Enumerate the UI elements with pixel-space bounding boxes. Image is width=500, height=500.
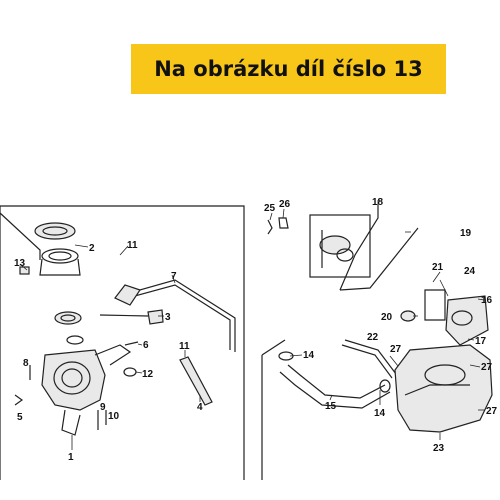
assembly-frame <box>0 205 245 480</box>
seal-ring <box>54 311 82 325</box>
fuel-pump-port <box>53 361 91 395</box>
pump-module-ring <box>451 310 473 326</box>
filler-ring <box>41 248 79 264</box>
vent-hose-19 <box>339 205 379 291</box>
callout-23: 23 <box>433 443 445 454</box>
clamp-14b <box>379 379 391 393</box>
callout-27-bottom: 27 <box>486 406 498 417</box>
callout-16: 16 <box>481 295 493 306</box>
callout-11-mid: 11 <box>179 341 190 352</box>
callout-8: 8 <box>23 358 29 369</box>
clamp-12 <box>123 367 137 377</box>
part-25 <box>267 219 273 235</box>
part-13-gasket <box>19 266 30 275</box>
callout-2: 2 <box>89 243 95 254</box>
pump-module-24 <box>445 295 489 346</box>
pipe-bracket <box>114 284 141 306</box>
detail-clamp <box>336 248 354 262</box>
callout-25: 25 <box>264 203 276 214</box>
valve-20 <box>400 310 416 322</box>
vent-hose-19b <box>339 227 419 291</box>
callout-17: 17 <box>475 336 487 347</box>
callout-6: 6 <box>143 340 149 351</box>
fuel-pump-port-inner <box>61 368 83 388</box>
frame-diagonal <box>0 212 41 260</box>
hose-line <box>99 314 149 317</box>
callout-18: 18 <box>372 197 384 208</box>
callout-4: 4 <box>197 402 203 413</box>
tank-ridge <box>404 384 470 396</box>
fuel-pump-outlet <box>61 409 81 436</box>
callout-20: 20 <box>381 312 393 323</box>
callout-15: 15 <box>325 401 337 412</box>
small-ring <box>66 335 84 345</box>
hose-15 <box>287 364 386 399</box>
callout-13: 13 <box>14 258 26 269</box>
pipe-7 <box>119 284 231 350</box>
callout-19: 19 <box>460 228 472 239</box>
callout-24: 24 <box>464 266 476 277</box>
callout-11-top: 11 <box>127 240 138 251</box>
connector-3 <box>147 309 164 325</box>
callout-1: 1 <box>68 452 74 463</box>
hose-22-edge <box>344 339 397 375</box>
callout-12: 12 <box>142 369 154 380</box>
filler-cap-inner <box>42 226 68 236</box>
callout-22: 22 <box>367 332 379 343</box>
hose-15-edge <box>279 371 391 409</box>
filler-neck <box>39 258 81 276</box>
clamp-6 <box>124 341 139 346</box>
filler-cap <box>34 222 76 240</box>
filler-ring-inner <box>48 251 72 261</box>
callout-27-left: 27 <box>390 344 402 355</box>
fuel-tank-23 <box>394 344 493 433</box>
seal-ring-inner <box>60 314 76 322</box>
frame-right-diag <box>261 339 286 356</box>
callout-27-right: 27 <box>481 362 493 373</box>
callout-14-left: 14 <box>303 350 315 361</box>
clip-5 <box>14 394 24 406</box>
banner-text: Na obrázku díl číslo 13 <box>154 57 423 81</box>
callout-7: 7 <box>171 271 177 282</box>
bracket-21 <box>424 289 446 321</box>
callout-26: 26 <box>279 199 291 210</box>
detail-fitting <box>319 235 351 255</box>
fuel-pump-body <box>41 349 106 411</box>
callout-10: 10 <box>108 411 120 422</box>
part-26 <box>278 217 289 229</box>
callout-14-bottom: 14 <box>374 408 386 419</box>
callout-9: 9 <box>100 402 106 413</box>
pipe-7-edge <box>121 279 236 352</box>
pump-bracket <box>94 344 132 366</box>
part-number-banner: Na obrázku díl číslo 13 <box>131 44 446 94</box>
strap-4 <box>179 356 213 406</box>
callout-5: 5 <box>17 412 23 423</box>
detail-box <box>309 214 371 278</box>
callout-21: 21 <box>432 262 444 273</box>
hose-22 <box>341 344 393 379</box>
callout-3: 3 <box>165 312 171 323</box>
